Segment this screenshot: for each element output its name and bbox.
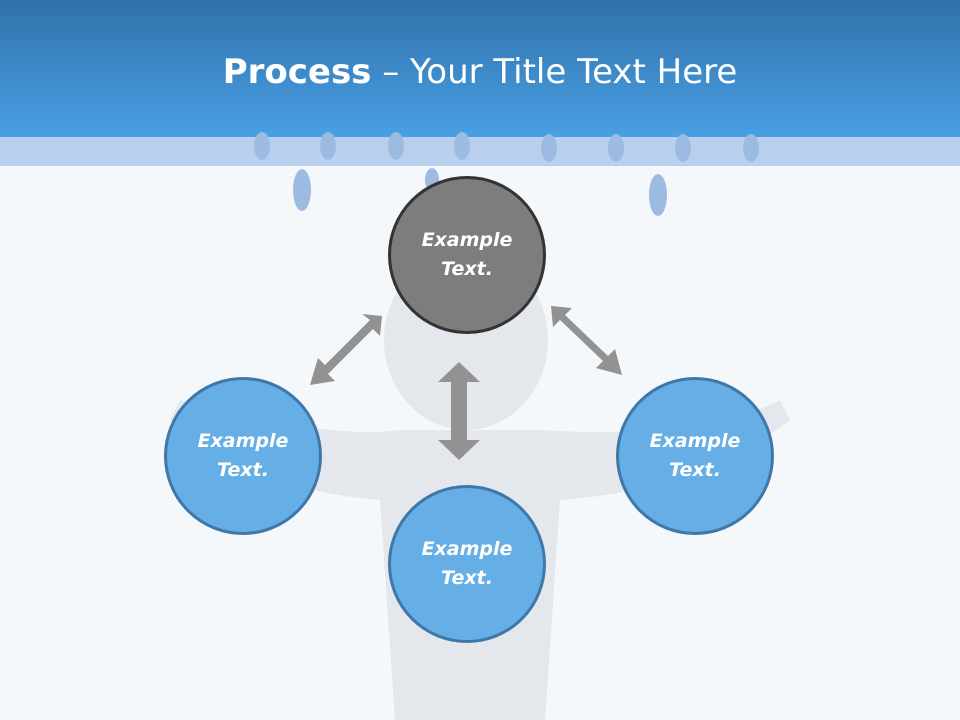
- header-band: [0, 0, 960, 137]
- slide-title: Process – Your Title Text Here: [0, 52, 960, 92]
- circle-label: Example Text.: [421, 538, 513, 589]
- circle-left: Example Text.: [164, 377, 322, 535]
- circle-label: Example Text.: [649, 430, 741, 481]
- circle-label: Example Text.: [421, 229, 513, 280]
- circle-bottom: Example Text.: [388, 485, 546, 643]
- circle-label: Example Text.: [197, 430, 289, 481]
- accent-band: [0, 137, 960, 166]
- circle-right: Example Text.: [616, 377, 774, 535]
- title-bold: Process: [222, 52, 372, 92]
- circle-top: Example Text.: [388, 176, 546, 334]
- title-rest: – Your Title Text Here: [371, 52, 738, 92]
